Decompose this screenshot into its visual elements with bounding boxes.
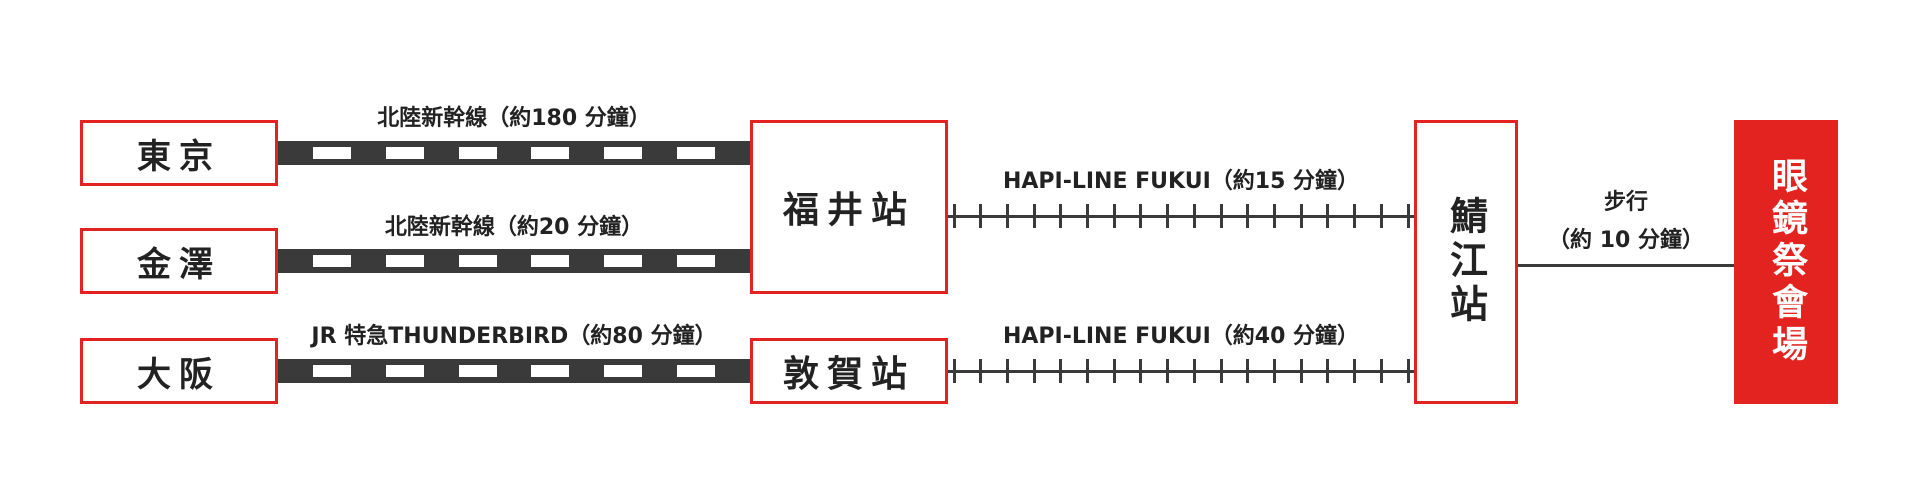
station-kanazawa: 金澤 — [80, 228, 278, 294]
track-tick — [952, 359, 956, 383]
track-tick — [1246, 204, 1250, 228]
track-tick — [1379, 204, 1383, 228]
walk-label-time: （約 10 分鐘） — [1548, 228, 1704, 253]
track-tick — [1059, 204, 1063, 228]
route-label-tsuruga-sabae: HAPI-LINE FUKUI（約40 分鐘） — [1002, 324, 1360, 349]
track-tick — [1272, 359, 1276, 383]
rail-sleeper — [312, 255, 351, 267]
rail-sleeper — [531, 147, 570, 159]
rail-sleeper — [385, 255, 424, 267]
rail-kanazawa-fukui — [278, 249, 750, 273]
station-fukui: 福井站 — [750, 120, 948, 294]
rail-sleeper — [312, 365, 351, 377]
track-line — [948, 370, 1414, 373]
track-tick — [1166, 359, 1170, 383]
rail-sleeper — [677, 365, 716, 377]
rail-sleeper — [385, 147, 424, 159]
rail-sleeper — [531, 255, 570, 267]
track-tick — [1005, 204, 1009, 228]
rail-sleeper — [458, 255, 497, 267]
rail-sleeper — [677, 255, 716, 267]
track-tick — [979, 359, 983, 383]
track-fukui-sabae — [948, 204, 1414, 228]
track-tick — [1406, 204, 1410, 228]
track-tick — [952, 204, 956, 228]
track-tick — [1326, 359, 1330, 383]
track-tick — [1005, 359, 1009, 383]
track-line — [948, 215, 1414, 218]
route-label-kanazawa-fukui: 北陸新幹線（約20 分鐘） — [384, 215, 644, 240]
track-tick — [1379, 359, 1383, 383]
rail-sleeper — [531, 365, 570, 377]
station-tokyo: 東京 — [80, 120, 278, 186]
rail-sleeper — [604, 255, 643, 267]
track-tsuruga-sabae — [948, 359, 1414, 383]
track-tick — [1086, 359, 1090, 383]
track-tick — [1112, 204, 1116, 228]
track-tick — [1353, 359, 1357, 383]
rail-sleeper — [604, 365, 643, 377]
track-tick — [1166, 204, 1170, 228]
route-label-osaka-tsuruga: JR 特急THUNDERBIRD（約80 分鐘） — [311, 324, 717, 349]
destination-venue-label: 眼鏡祭會場 — [1766, 157, 1807, 367]
walk-line — [1518, 264, 1734, 267]
track-tick — [1112, 359, 1116, 383]
track-tick — [1272, 204, 1276, 228]
track-tick — [1299, 359, 1303, 383]
station-fukui-label: 福井站 — [782, 190, 915, 231]
station-tokyo-label: 東京 — [137, 136, 221, 177]
rail-sleeper — [604, 147, 643, 159]
rail-sleeper — [458, 365, 497, 377]
rail-sleeper — [677, 147, 716, 159]
track-tick — [1219, 359, 1223, 383]
track-tick — [1032, 204, 1036, 228]
track-tick — [1086, 204, 1090, 228]
rail-tokyo-fukui — [278, 141, 750, 165]
station-osaka-label: 大阪 — [137, 354, 221, 395]
track-tick — [1246, 359, 1250, 383]
station-kanazawa-label: 金澤 — [137, 244, 221, 285]
track-tick — [1032, 359, 1036, 383]
station-tsuruga: 敦賀站 — [750, 338, 948, 404]
rail-sleeper — [458, 147, 497, 159]
walk-label-mode: 步行 — [1603, 190, 1648, 215]
track-tick — [1406, 359, 1410, 383]
track-tick — [1299, 204, 1303, 228]
station-sabae-label: 鯖江站 — [1443, 196, 1488, 328]
route-label-tokyo-fukui: 北陸新幹線（約180 分鐘） — [377, 106, 651, 131]
track-tick — [979, 204, 983, 228]
track-tick — [1192, 204, 1196, 228]
track-tick — [1219, 204, 1223, 228]
track-tick — [1353, 204, 1357, 228]
track-tick — [1326, 204, 1330, 228]
rail-sleeper — [385, 365, 424, 377]
track-tick — [1139, 359, 1143, 383]
track-tick — [1139, 204, 1143, 228]
rail-sleeper — [312, 147, 351, 159]
route-label-fukui-sabae: HAPI-LINE FUKUI（約15 分鐘） — [1002, 169, 1360, 194]
station-osaka: 大阪 — [80, 338, 278, 404]
destination-venue: 眼鏡祭會場 — [1734, 120, 1838, 404]
station-tsuruga-label: 敦賀站 — [782, 354, 915, 395]
rail-osaka-tsuruga — [278, 359, 750, 383]
station-sabae: 鯖江站 — [1414, 120, 1518, 404]
track-tick — [1059, 359, 1063, 383]
track-tick — [1192, 359, 1196, 383]
